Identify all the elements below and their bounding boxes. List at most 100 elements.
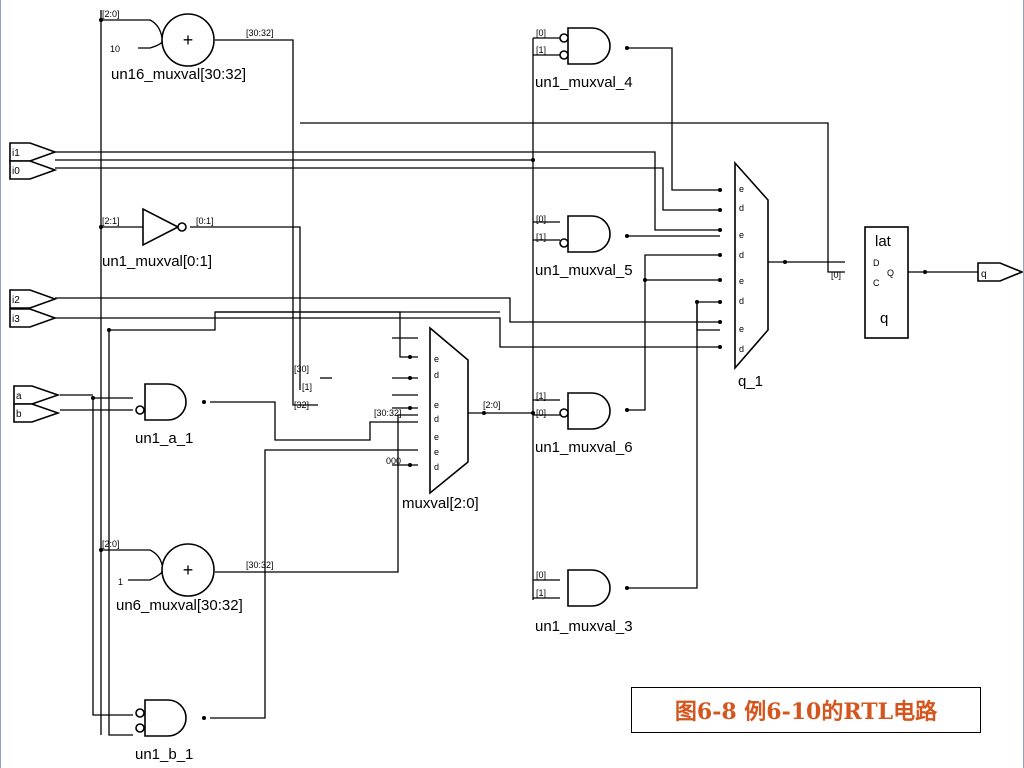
latch-title: lat <box>875 233 892 250</box>
mux-q1-d3: d <box>739 296 744 306</box>
output-port-q: q <box>977 262 1024 282</box>
and-gate-3: [0] [1] un1_muxval_3 <box>535 569 633 635</box>
wire-adder-top-out <box>215 39 318 406</box>
latch-instance-label: q <box>880 310 888 327</box>
adder-bottom: + [2:0] 1 [30:32] un6_muxval[30:32] <box>102 539 274 614</box>
inverter-gate: [2:1] [0:1] un1_muxval[0:1] <box>102 207 214 270</box>
wire-i0 <box>55 167 720 211</box>
mux-q1-d2: d <box>739 250 744 260</box>
adder-top-const: 10 <box>110 44 120 54</box>
output-q-label: q <box>981 269 987 280</box>
and-gate-4: [0] [1] un1_muxval_4 <box>535 27 633 91</box>
mux-main-pin-slice: [30:32] <box>374 408 402 418</box>
wire-i2 <box>55 297 720 323</box>
and-gate-b-label: un1_b_1 <box>135 746 193 763</box>
wire-and3-out <box>625 301 720 589</box>
mux-main-pin-out: [2:0] <box>483 400 501 410</box>
mux-main: e d e d e e d [30] [1] [32] [30:32] 000 … <box>294 326 501 512</box>
input-i0-label: i0 <box>12 166 20 177</box>
adder-bottom-pin-in: [2:0] <box>102 539 120 549</box>
input-i2-label: i2 <box>12 295 20 306</box>
mux-main-label: muxval[2:0] <box>402 495 479 512</box>
input-i1-label: i1 <box>12 148 20 159</box>
wire-and3-branch <box>696 302 720 331</box>
junctions <box>91 18 927 720</box>
mux-q1-d1: d <box>739 203 744 213</box>
and-gate-b: un1_b_1 <box>135 699 193 763</box>
wire-i3 <box>55 317 720 348</box>
adder-top-pin-out: [30:32] <box>246 28 274 38</box>
mux-q1-e1: e <box>739 184 744 194</box>
wire-and-a-inputs <box>93 397 133 411</box>
mux-main-d3: d <box>434 462 439 472</box>
wire-and-a-out <box>210 401 418 441</box>
wire-mux-ins <box>392 337 418 466</box>
wire-i1 <box>55 151 720 231</box>
mux-main-pin-1: [1] <box>302 382 312 392</box>
mux-main-e1: e <box>434 354 439 364</box>
adder-bottom-plus: + <box>183 560 194 580</box>
mux-q1-e2: e <box>739 230 744 240</box>
input-port-i0: i0 <box>9 160 58 180</box>
wire-i3-branch <box>109 311 500 331</box>
and-gate-5-pin-b: [1] <box>536 232 546 242</box>
input-port-i1: i1 <box>9 142 58 162</box>
wires <box>55 10 978 736</box>
mux-main-e4: e <box>434 447 439 457</box>
mux-main-e2: e <box>434 400 439 410</box>
input-i3-label: i3 <box>12 314 20 325</box>
wire-adder-bot-out <box>215 414 418 573</box>
and-gate-5-pin-a: [0] <box>536 214 546 224</box>
wire-bus-left <box>100 10 122 735</box>
adder-bottom-const: 1 <box>118 577 123 587</box>
adder-bottom-pin-out: [30:32] <box>246 560 274 570</box>
mux-q1: e d e d e d e d q_1 <box>734 160 769 390</box>
latch-q-pin: Q <box>887 268 894 278</box>
wire-and-inputs <box>533 37 560 599</box>
and-gate-6-pin-b: [0] <box>536 408 546 418</box>
and-gate-6: [1] [0] un1_muxval_6 <box>535 391 633 456</box>
mux-q1-e3: e <box>739 276 744 286</box>
wire-i3-mux <box>215 311 418 358</box>
latch-d-pin: D <box>873 258 880 268</box>
mux-q1-label: q_1 <box>738 373 763 390</box>
adder-bottom-label: un6_muxval[30:32] <box>116 597 243 614</box>
wire-i3-down <box>108 330 133 736</box>
input-a-label: a <box>16 391 22 402</box>
adder-top-pin-in: [2:0] <box>102 9 120 19</box>
inverter-label: un1_muxval[0:1] <box>102 253 212 270</box>
input-port-b: b <box>13 403 61 423</box>
latch-pin-c: [0] <box>831 270 841 280</box>
wire-a-down <box>92 398 133 716</box>
latch: lat D C Q q [0] <box>831 226 909 339</box>
input-b-label: b <box>16 409 22 420</box>
input-port-a: a <box>13 385 61 405</box>
wire-and6-out <box>625 254 720 411</box>
and-gate-3-pin-a: [0] <box>536 570 546 580</box>
adder-top-plus: + <box>183 30 194 50</box>
and-gate-4-pin-b: [1] <box>536 45 546 55</box>
wire-and4-out <box>625 47 720 191</box>
and-gate-3-pin-b: [1] <box>536 588 546 598</box>
wire-and-b-out <box>210 449 418 719</box>
adder-top: + [2:0] 10 [30:32] un16_muxval[30:32] <box>102 9 274 83</box>
mux-main-pin-30: [30] <box>294 364 309 374</box>
wire-top-loop <box>300 122 845 273</box>
figure-caption: 图6-8 例6-10的RTL电路 <box>674 699 938 725</box>
mux-main-e3: e <box>434 432 439 442</box>
mux-main-d1: d <box>434 370 439 380</box>
input-ports: i1 i0 i2 i3 a b <box>9 142 61 423</box>
adder-top-label: un16_muxval[30:32] <box>111 66 246 83</box>
input-port-i2: i2 <box>9 289 58 309</box>
and-gate-6-label: un1_muxval_6 <box>535 439 633 456</box>
input-port-i3: i3 <box>9 308 58 328</box>
mux-main-pin-32: [32] <box>294 400 309 410</box>
and-gate-3-label: un1_muxval_3 <box>535 618 633 635</box>
and-gate-6-pin-a: [1] <box>536 391 546 401</box>
and-gate-a-label: un1_a_1 <box>135 430 193 447</box>
and-gate-5: [0] [1] un1_muxval_5 <box>535 214 633 279</box>
and-gate-5-label: un1_muxval_5 <box>535 262 633 279</box>
mux-q1-e4: e <box>739 324 744 334</box>
latch-c-pin: C <box>873 278 880 288</box>
